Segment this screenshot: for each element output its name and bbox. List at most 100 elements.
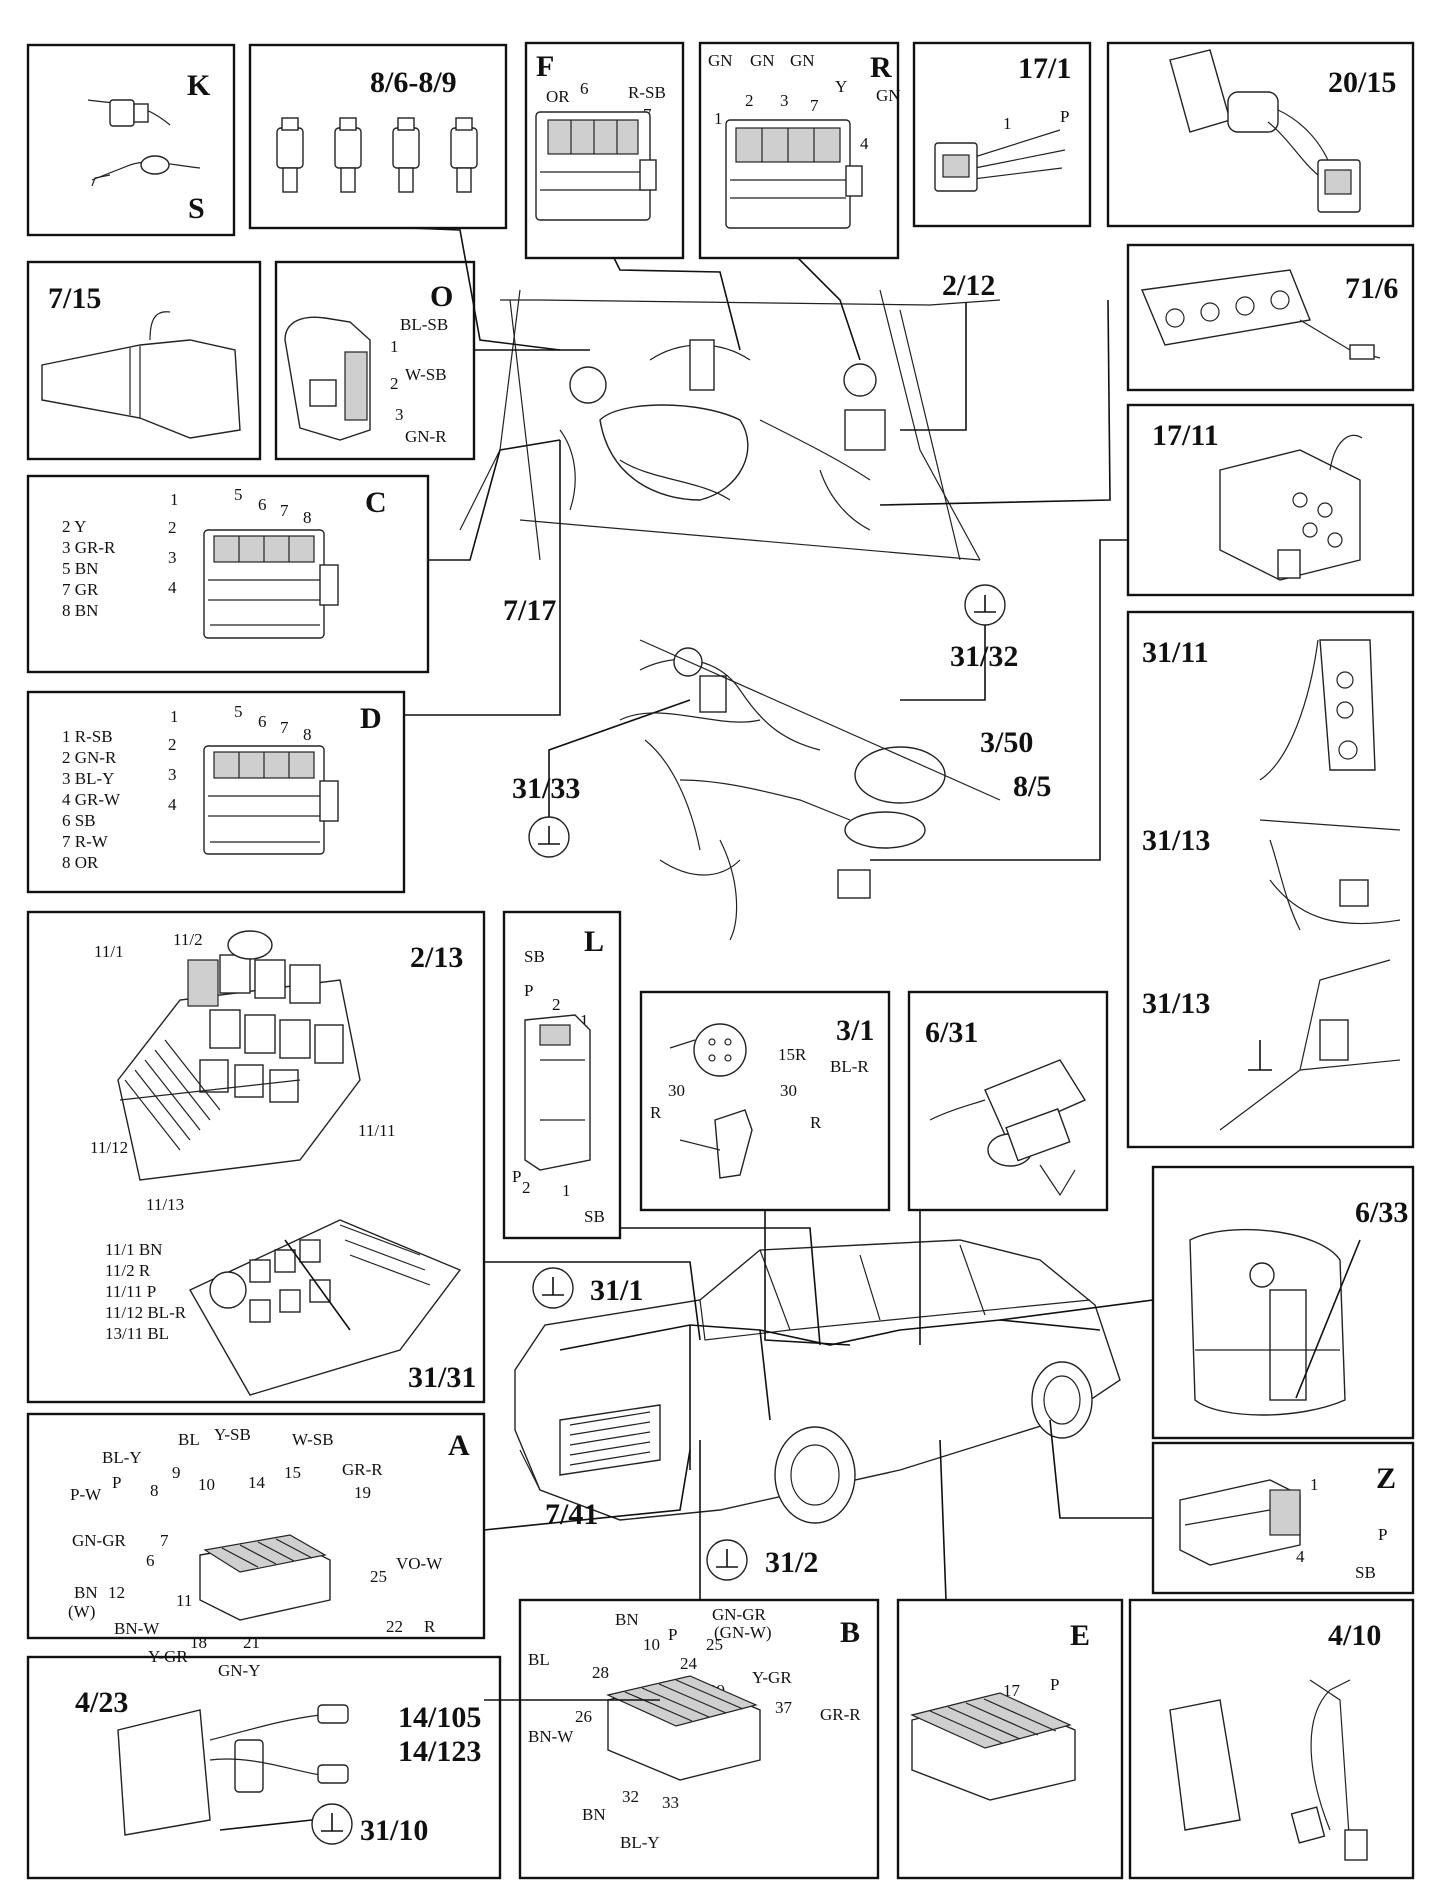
title-14-123: 14/123 <box>398 1735 481 1768</box>
title-6-31: 6/31 <box>925 1016 978 1049</box>
title-31-2: 31/2 <box>765 1546 818 1579</box>
injector-1-icon <box>276 117 304 193</box>
a-letter: A <box>448 1429 470 1462</box>
hose-connection-icon <box>41 311 241 439</box>
leader-lines <box>404 227 1154 1701</box>
c-wire-2: 3 GR-R <box>62 538 116 557</box>
panel-31-11: 31/11 31/13 31/13 <box>1126 610 1415 1149</box>
c-pin-6: 6 <box>258 495 267 514</box>
panel-o: O BL-SB 1 W-SB 2 GN-R 3 <box>274 260 476 461</box>
c-wire-3: 5 BN <box>62 559 98 578</box>
fuse-label-11-13: 11/13 <box>146 1195 184 1214</box>
r-pin-2: 2 <box>745 91 754 110</box>
b-label-gngr: GN-GR <box>712 1605 766 1624</box>
title-7-17: 7/17 <box>503 594 556 627</box>
title-31-33: 31/33 <box>512 772 580 805</box>
panel-6-31: 6/31 <box>907 990 1109 1212</box>
a-label-21: 21 <box>243 1633 260 1652</box>
z-wire-p: P <box>1378 1525 1387 1544</box>
a-label-bnw: BN-W <box>114 1619 160 1638</box>
f-pin-6: 6 <box>580 79 589 98</box>
d-pin-6: 6 <box>258 712 267 731</box>
d-letter: D <box>360 702 382 735</box>
b-label-p: P <box>668 1625 677 1644</box>
injector-2-icon <box>334 117 362 193</box>
ground-point-31-13b-icon <box>1219 959 1401 1131</box>
title-6-33: 6/33 <box>1355 1196 1408 1229</box>
fuse-label-11-12: 11/12 <box>90 1138 128 1157</box>
r-pin-1: 1 <box>714 109 723 128</box>
a-label-gny: GN-Y <box>218 1661 261 1680</box>
l-pin-2a: 2 <box>552 995 561 1014</box>
b-label-10: 10 <box>643 1635 660 1654</box>
a-label-p: P <box>112 1473 121 1492</box>
title-2-12: 2/12 <box>942 269 995 302</box>
headlamp-unit-icon <box>117 1704 349 1836</box>
z-pin-1: 1 <box>1310 1475 1319 1494</box>
c-pin-1: 1 <box>170 490 179 509</box>
fuel-tank-sender-icon <box>1189 1228 1361 1416</box>
d-pin-7: 7 <box>280 718 289 737</box>
title-31-11: 31/11 <box>1142 636 1209 669</box>
injector-3-icon <box>392 117 420 193</box>
c-letter: C <box>365 486 387 519</box>
a-label-bl: BL <box>178 1430 200 1449</box>
b-label-26: 26 <box>575 1707 592 1726</box>
panel-c: C 1 5 6 7 8 2 3 4 2 Y 3 GR-R 5 BN 7 GR 8… <box>26 474 430 674</box>
b-label-32: 32 <box>622 1787 639 1806</box>
fuse-label-11-11: 11/11 <box>358 1121 395 1140</box>
a-label-w: (W) <box>68 1602 95 1621</box>
title-31-10: 31/10 <box>360 1814 428 1847</box>
d-pin-5: 5 <box>234 702 243 721</box>
panel-injectors: 8/6-8/9 <box>248 43 508 230</box>
o-pin-3: 3 <box>395 405 404 424</box>
title-14-105: 14/105 <box>398 1701 481 1734</box>
p17-1-pin: 1 <box>1003 114 1012 133</box>
a-label-9: 9 <box>172 1463 181 1482</box>
panel-17-1: 17/1 1 P <box>912 41 1092 228</box>
b-label-grr: GR-R <box>820 1705 861 1724</box>
e-wire-p: P <box>1050 1675 1059 1694</box>
f-wire-or: OR <box>546 87 570 106</box>
engine-ground-illustration: 31/32 3/50 8/5 31/33 <box>512 584 1051 941</box>
l-wire-p-2: P <box>512 1167 521 1186</box>
fuse-label-2-13: 2/13 <box>410 941 463 974</box>
p3-1-blr: BL-R <box>830 1057 869 1076</box>
a-label-vow: VO-W <box>396 1554 443 1573</box>
title-31-13a: 31/13 <box>1142 824 1210 857</box>
f-letter: F <box>536 50 554 83</box>
a-label-bly: BL-Y <box>102 1448 142 1467</box>
panel-4-23: 4/23 14/105 14/123 31/10 <box>26 1655 502 1880</box>
o-pin-2: 2 <box>390 374 399 393</box>
r-letter: R <box>870 51 892 84</box>
panel-r: R GN GN GN GN Y 1 2 3 7 4 <box>698 41 901 260</box>
c-wire-1: 2 Y <box>62 517 86 536</box>
c-wire-5: 8 BN <box>62 601 98 620</box>
title-17-1: 17/1 <box>1018 52 1071 85</box>
d-wire-4: 4 GR-W <box>62 790 121 809</box>
a-label-7: 7 <box>160 1531 169 1550</box>
title-8-5: 8/5 <box>1013 770 1051 803</box>
a-label-10: 10 <box>198 1475 215 1494</box>
d-wire-6: 7 R-W <box>62 832 109 851</box>
panel-20-15: 20/15 <box>1106 41 1415 228</box>
label-k: K <box>187 69 211 102</box>
d-pin-1: 1 <box>170 707 179 726</box>
d-wire-7: 8 OR <box>62 853 99 872</box>
a-label-15: 15 <box>284 1463 301 1482</box>
z-letter: Z <box>1376 1462 1396 1495</box>
panel-z: Z 1 P 4 SB <box>1151 1441 1415 1595</box>
ground-point-31-11-icon <box>1259 639 1376 781</box>
injectors-title: 8/6-8/9 <box>370 66 457 99</box>
title-7-15: 7/15 <box>48 282 101 315</box>
central-electrical-unit-icon <box>189 1219 462 1396</box>
b-label-bnw: BN-W <box>528 1727 574 1746</box>
o-wire-3: GN-R <box>405 427 447 446</box>
a-label-grr: GR-R <box>342 1460 383 1479</box>
b-label-gnw: (GN-W) <box>714 1623 772 1642</box>
fuse-legend-1: 11/1 BN <box>105 1240 162 1259</box>
title-20-15: 20/15 <box>1328 66 1396 99</box>
panel-k-s: K S <box>26 43 236 237</box>
z-wire-sb: SB <box>1355 1563 1376 1582</box>
a-label-8: 8 <box>150 1481 159 1500</box>
